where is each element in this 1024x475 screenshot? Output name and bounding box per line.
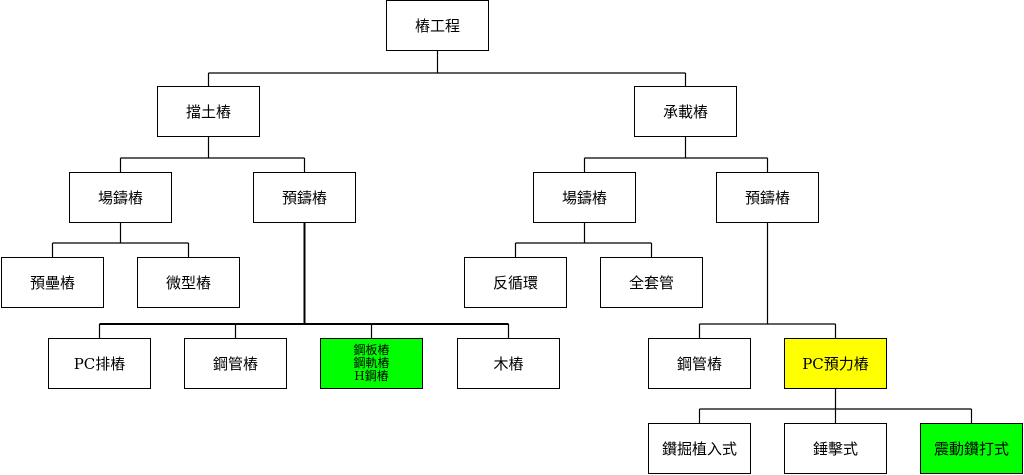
node-prebored-pile: 預壘樁 (1, 257, 104, 308)
node-full-casing: 全套管 (600, 257, 703, 308)
node-pc-prestressed-pile: PC預力樁 (784, 338, 887, 389)
node-retaining-pile: 擋土樁 (157, 86, 260, 137)
node-pc-row-pile: PC排樁 (48, 338, 151, 389)
node-bearing-precast: 預鑄樁 (716, 172, 819, 223)
node-steel-pipe-pile-bearing: 鋼管樁 (648, 338, 751, 389)
h-steel-pile-label: H鋼樁 (354, 369, 389, 383)
node-steel-sheet-rail-h-pile: 鋼板樁 鋼軌樁 H鋼樁 (320, 338, 423, 389)
node-reverse-circulation: 反循環 (464, 257, 567, 308)
node-bearing-cast-in-place: 場鑄樁 (533, 172, 636, 223)
node-retaining-precast: 預鑄樁 (253, 172, 356, 223)
node-vibro-drill-method: 震動鑽打式 (920, 423, 1023, 474)
node-retaining-cast-in-place: 場鑄樁 (69, 172, 172, 223)
node-drill-insert-method: 鑽掘植入式 (648, 423, 751, 474)
node-bearing-pile: 承載樁 (634, 86, 737, 137)
node-hammer-method: 錘擊式 (784, 423, 887, 474)
steel-rail-pile-label: 鋼軌樁 (353, 356, 390, 370)
steel-sheet-pile-label: 鋼板樁 (353, 343, 390, 357)
node-pile-engineering: 樁工程 (386, 0, 489, 51)
node-micro-pile: 微型樁 (137, 257, 240, 308)
node-steel-pipe-pile-retaining: 鋼管樁 (184, 338, 287, 389)
node-wood-pile: 木樁 (457, 338, 560, 389)
